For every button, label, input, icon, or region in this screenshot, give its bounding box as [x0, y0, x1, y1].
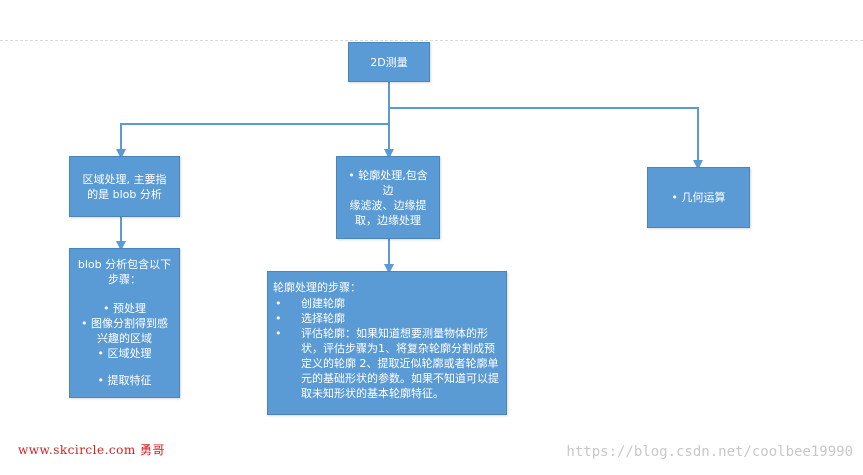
steps-title: 轮廓处理的步骤： [273, 281, 361, 294]
node-contour-line-3: 取，边缘处理 [355, 213, 421, 227]
blob-item-region-processing: • 区域处理 [97, 347, 152, 360]
top-dashed-rule [0, 40, 863, 41]
node-region-line-1: 区域处理, 主要指 [82, 172, 167, 186]
node-2d-measurement-label: 2D测量 [370, 55, 408, 69]
blob-heading: blob 分析包含以下 步骤： [78, 257, 171, 287]
blob-heading-line-2: 步骤： [108, 273, 141, 286]
watermark-csdn: https://blog.csdn.net/coolbee19990 [566, 444, 853, 460]
connector-root-to-geometry [389, 107, 703, 170]
node-region-processing: 区域处理, 主要指 的是 blob 分析 [69, 156, 180, 217]
steps-list: 创建轮廓 选择轮廓 评估轮廓：如果知道想要测量物体的形状，评估步骤为1、将复杂轮… [273, 296, 500, 401]
watermark-skcircle: www.skcircle.com 勇哥 [18, 443, 166, 457]
blob-item-extract-features: • 提取特征 [97, 374, 152, 387]
node-contour-line-2: 缘滤波、边缘提 [349, 198, 427, 212]
node-geometry-operations: • 几何运算 [647, 167, 750, 228]
blob-item-segmentation-cont: 兴趣的区域 [97, 332, 152, 345]
steps-item-create: 创建轮廓 [273, 296, 500, 311]
connector-root-to-region [116, 82, 390, 159]
node-contour-line-1: • 轮廓处理,包含边 [348, 168, 428, 197]
blob-item-preprocess: • 预处理 [103, 302, 146, 315]
blob-item-segmentation: • 图像分割得到感 [81, 317, 168, 330]
blob-heading-line-1: blob 分析包含以下 [77, 258, 172, 271]
node-blob-steps: blob 分析包含以下 步骤： • 预处理 • 图像分割得到感 兴趣的区域 • … [69, 248, 180, 398]
steps-item-select: 选择轮廓 [273, 311, 500, 326]
node-contour-processing: • 轮廓处理,包含边 缘滤波、边缘提 取，边缘处理 [336, 156, 440, 239]
node-2d-measurement: 2D测量 [348, 42, 430, 82]
node-region-line-2: 的是 blob 分析 [87, 187, 162, 201]
node-geometry-label: • 几何运算 [671, 191, 726, 204]
steps-item-evaluate: 评估轮廓：如果知道想要测量物体的形状，评估步骤为1、将复杂轮廓分割成预定义的轮廓… [273, 326, 500, 401]
node-contour-steps: 轮廓处理的步骤： 创建轮廓 选择轮廓 评估轮廓：如果知道想要测量物体的形状，评估… [267, 271, 507, 415]
